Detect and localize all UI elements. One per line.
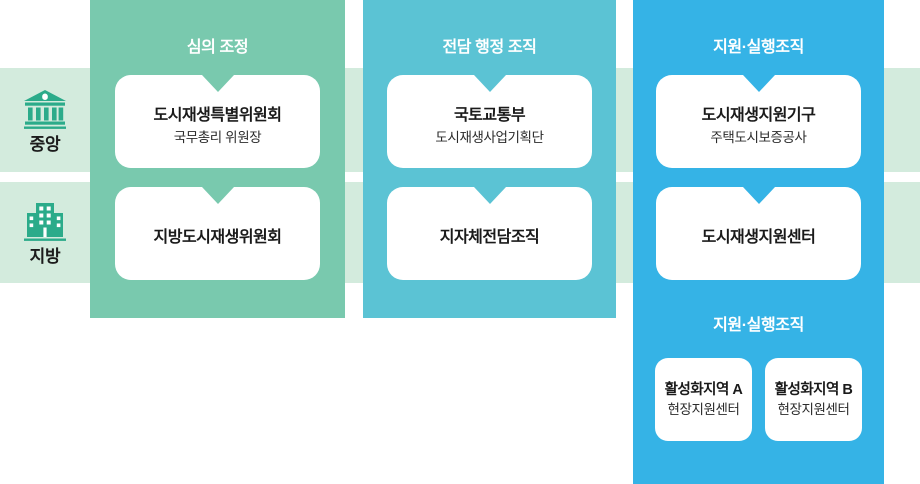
card-support-central[interactable]: 도시재생지원기구 주택도시보증공사 — [656, 75, 861, 168]
card-title: 활성화지역 B — [774, 381, 853, 398]
card-subtitle: 국무총리 위원장 — [173, 130, 262, 146]
tier-label-text-central: 중앙 — [29, 134, 61, 154]
office-building-icon — [22, 200, 68, 244]
column-subtitle-support-execution: 지원·실행조직 — [713, 317, 804, 334]
card-title: 지자체전담조직 — [439, 228, 540, 246]
card-title: 활성화지역 A — [664, 381, 743, 398]
card-revitalization-area-b[interactable]: 활성화지역 B 현장지원센터 — [765, 358, 862, 441]
card-title: 도시재생지원기구 — [701, 107, 816, 125]
card-subtitle: 도시재생사업기획단 — [435, 130, 544, 146]
card-admin-central[interactable]: 국토교통부 도시재생사업기획단 — [387, 75, 592, 168]
card-title: 도시재생특별위원회 — [153, 107, 282, 125]
tier-label-central: 중앙 — [0, 68, 90, 172]
tier-label-text-local: 지방 — [29, 247, 61, 266]
card-title: 도시재생지원센터 — [701, 228, 816, 246]
card-subtitle: 현장지원센터 — [667, 401, 740, 417]
card-review-central[interactable]: 도시재생특별위원회 국무총리 위원장 — [115, 75, 320, 168]
card-title: 국토교통부 — [453, 107, 526, 125]
card-review-local[interactable]: 지방도시재생위원회 — [115, 187, 320, 280]
card-subtitle: 현장지원센터 — [777, 401, 850, 417]
column-title-support-execution: 지원·실행조직 — [713, 39, 804, 56]
card-title: 지방도시재생위원회 — [153, 228, 282, 246]
tier-label-local: 지방 — [0, 182, 90, 283]
government-building-icon — [22, 88, 68, 132]
column-title-review-coordination: 심의 조정 — [186, 39, 249, 56]
card-admin-local[interactable]: 지자체전담조직 — [387, 187, 592, 280]
card-revitalization-area-a[interactable]: 활성화지역 A 현장지원센터 — [655, 358, 752, 441]
column-title-dedicated-administration: 전담 행정 조직 — [442, 39, 537, 56]
card-support-local[interactable]: 도시재생지원센터 — [656, 187, 861, 280]
card-subtitle: 주택도시보증공사 — [710, 130, 807, 146]
